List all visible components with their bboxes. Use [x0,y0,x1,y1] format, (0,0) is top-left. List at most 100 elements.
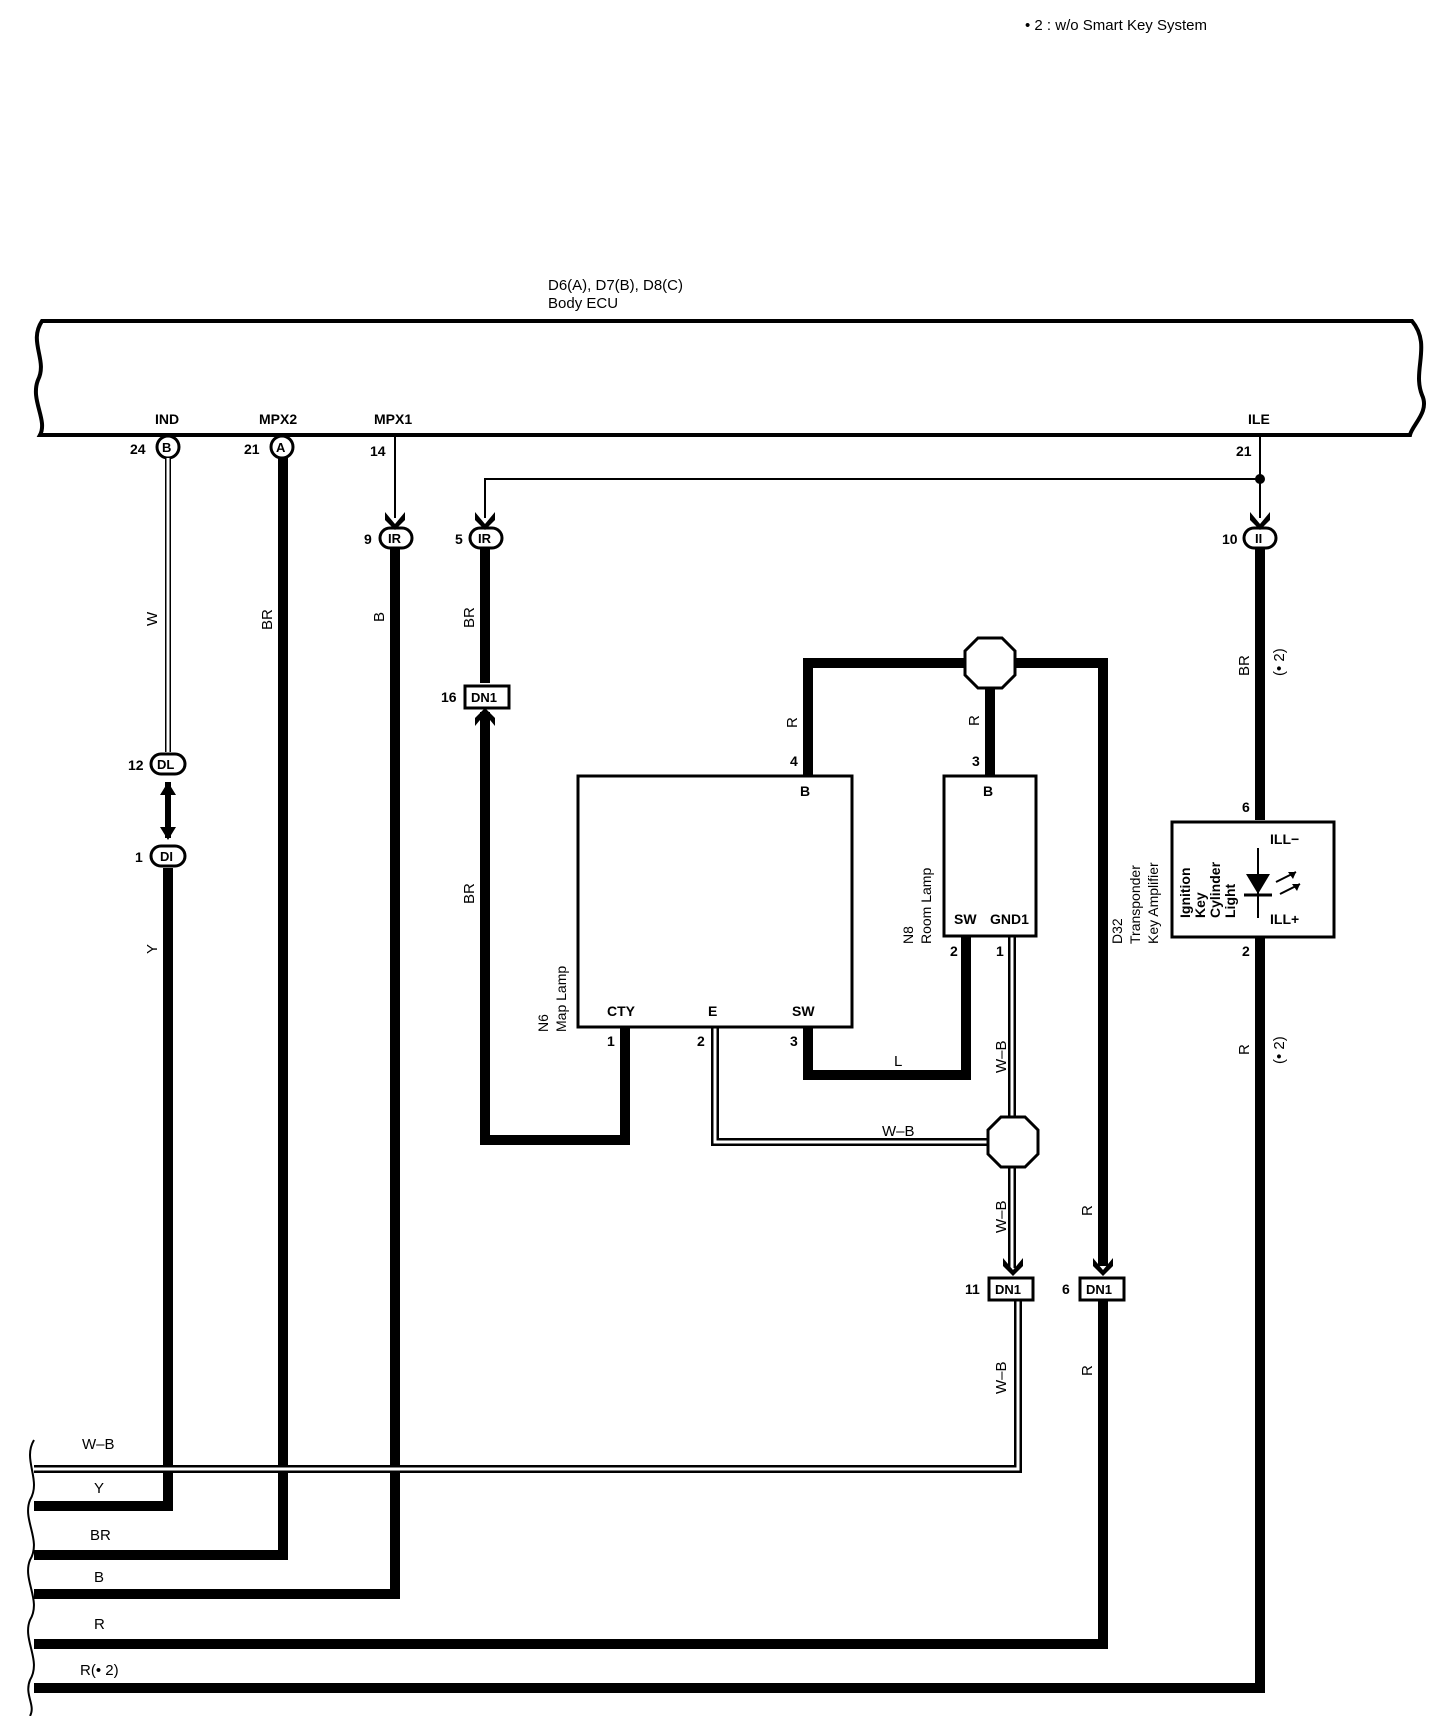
ecu-connectors: D6(A), D7(B), D8(C) [548,277,683,294]
room-lamp-pin-2: 2 [950,943,958,959]
ecu-pin-14: 14 [370,443,386,459]
bus-label-wb: W–B [82,1436,115,1453]
wire-r-dn1-6-bus [34,1300,1108,1649]
ir5-arrow [475,512,495,530]
amplifier-light-line4: Light [1222,883,1238,918]
ii10-label: II [1255,531,1262,546]
map-lamp-id: N6 [535,1014,551,1032]
ir5-label: IR [478,531,492,546]
amplifier-id: D32 [1109,918,1125,944]
map-lamp-terminal-cty: CTY [607,1003,636,1019]
wire-label-wb-bus: W–B [993,1361,1010,1394]
amplifier-light-line3: Cylinder [1207,861,1223,918]
wire-label-br-mpx2: BR [259,609,276,630]
wire-r-amplifier [34,937,1265,1693]
ecu-conn-b-label: B [162,440,171,455]
bus-label-b: B [94,1569,104,1586]
di1-pin: 1 [135,849,143,865]
amplifier-pin-6: 6 [1242,799,1250,815]
dn1-11-label: DN1 [995,1282,1021,1297]
wire-br-cty [480,712,630,1145]
ii10-pin: 10 [1222,531,1238,547]
map-lamp-terminal-b: B [800,783,810,799]
bus-label-r: R [94,1616,105,1633]
splice-bottom [986,1115,1040,1169]
wire-label-r-bus: R [1079,1365,1096,1376]
ecu-name: Body ECU [548,295,618,312]
dn1-16-connector [463,684,511,710]
ir9-label: IR [388,531,402,546]
dl12-pin: 12 [128,757,144,773]
bus-label-br: BR [90,1527,111,1544]
ir5-pin: 5 [455,531,463,547]
room-lamp-terminal-b: B [983,783,993,799]
ecu-pin-24: 24 [130,441,146,457]
room-lamp-box [942,774,1038,938]
dl12-label: DL [157,757,174,772]
wire-label-r-room: R [966,715,983,726]
wire-label-wb-e: W–B [882,1123,915,1140]
map-lamp-box [576,774,854,1029]
dn1-6-arrow [1093,1258,1113,1276]
room-lamp-terminal-sw: SW [954,911,977,927]
map-lamp-pin-1: 1 [607,1033,615,1049]
room-lamp-terminal-gnd1: GND1 [990,911,1029,927]
dn1-16-pin: 16 [441,689,457,705]
dn1-6-connector [1078,1276,1126,1302]
wire-ile-branch [484,478,1260,518]
wire-note-br-ii10: (• 2) [1271,648,1288,676]
ecu-pin-21b: 21 [1236,443,1252,459]
dn1-6-label: DN1 [1086,1282,1112,1297]
body-ecu-box [33,319,1426,437]
amplifier-name1: Transponder [1127,865,1143,944]
dn1-6-pin: 6 [1062,1281,1070,1297]
wire-label-br-cty: BR [461,883,478,904]
wire-label-br-ir5: BR [461,607,478,628]
bus-label-r2: R(• 2) [80,1662,119,1679]
room-lamp-name: Room Lamp [918,868,934,944]
map-lamp-pin-3: 3 [790,1033,798,1049]
map-lamp-pin-2: 2 [697,1033,705,1049]
bus-break-line [27,1439,35,1716]
wire-label-wb-gnd1: W–B [993,1040,1010,1073]
map-lamp-name: Map Lamp [553,966,569,1032]
dn1-11-arrow [1003,1258,1023,1276]
ir9-pin: 9 [364,531,372,547]
room-lamp-pin-3: 3 [972,753,980,769]
room-lamp-pin-1: 1 [996,943,1004,959]
amplifier-pin-2: 2 [1242,943,1250,959]
wire-label-r-map: R [784,717,801,728]
legend-note: • 2 : w/o Smart Key System [1025,17,1207,34]
dn1-16-label: DN1 [471,690,497,705]
led-icon [1244,848,1301,918]
wire-label-y: Y [144,944,161,954]
wire-y-di [34,868,173,1511]
wire-r-top [803,658,1108,1266]
splice-top [963,636,1017,690]
wire-label-b-mpx1: B [371,612,388,622]
wire-label-br-ii10: BR [1236,655,1253,676]
wire-l [803,935,971,1080]
ecu-terminal-ind: IND [155,411,179,427]
map-lamp-terminal-e: E [708,1003,717,1019]
dn1-11-connector [987,1276,1035,1302]
dn1-11-pin: 11 [965,1281,980,1297]
amplifier-light-line1: Ignition [1177,867,1193,918]
amplifier-light-line2: Key [1192,892,1208,918]
di1-connector [149,844,187,868]
ecu-terminal-mpx1: MPX1 [374,411,412,427]
ecu-terminal-mpx2: MPX2 [259,411,297,427]
wire-wb-group [34,935,1022,1473]
wire-label-w: W [144,611,161,626]
ecu-terminal-ile: ILE [1248,411,1270,427]
amplifier-terminal-ill-plus: ILL+ [1270,911,1299,927]
room-lamp-id: N8 [900,926,916,944]
ii10-arrow [1250,512,1270,530]
wire-br-mpx2 [34,458,288,1560]
wire-label-wb-dn1-11: W–B [993,1200,1010,1233]
map-lamp-terminal-sw: SW [792,1003,815,1019]
ir9-arrow [385,512,405,530]
wire-label-l: L [894,1053,902,1070]
arrow-dl-up [160,782,176,795]
